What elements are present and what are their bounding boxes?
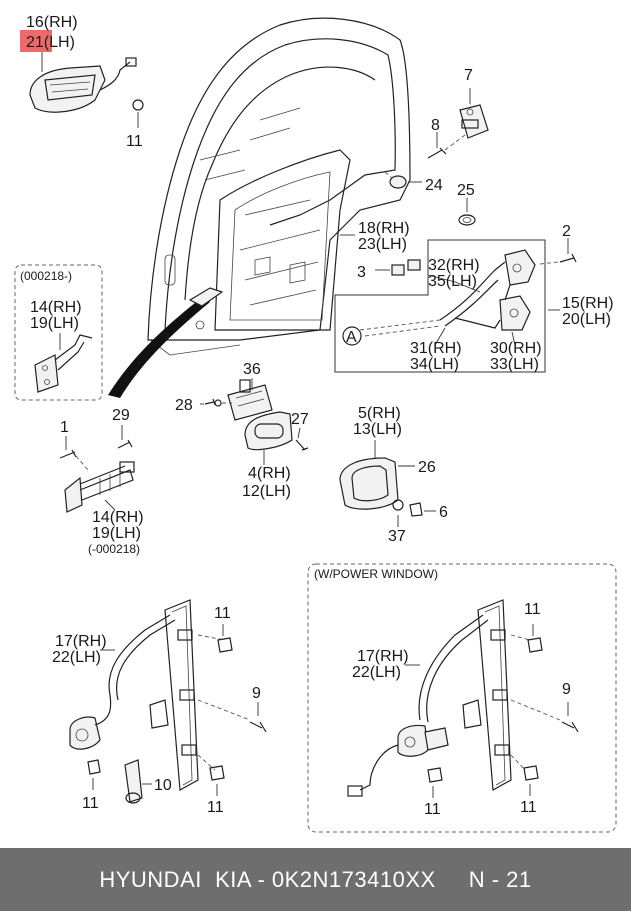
label-11-d: 11 [207,799,224,816]
door-check-link-old [64,461,135,513]
highlight-marker [20,30,52,52]
label-29: 29 [112,407,130,424]
label-35: 35(LH) [428,273,477,290]
door-hinge-marker [188,287,224,307]
hinge-detail-box [14,264,103,401]
label-9-b: 9 [562,681,571,698]
label-14-b: 14(RH) [92,509,144,526]
label-11-f: 11 [424,801,441,818]
label-8: 8 [431,117,440,134]
label-10: 10 [154,777,172,794]
door-check-link-new [34,334,93,393]
nut-11-c [87,759,101,775]
screw-2 [559,253,577,263]
handle-cover [339,457,399,510]
plug-25 [458,214,476,226]
inside-handle-bracket [227,379,273,421]
label-3: 3 [357,264,366,281]
label-31: 31(RH) [410,340,462,357]
label-16: 16(RH) [26,14,78,31]
label-24: 24 [425,177,443,194]
label-26: 26 [418,459,436,476]
label-33: 33(LH) [490,356,539,373]
exploded-parts-diagram: 16(RH) 21(LH) 11 7 8 24 25 18(RH) 23(LH)… [14,14,617,833]
door-lock-actuator [499,249,536,331]
label-19-b: 19(LH) [92,525,141,542]
label-30: 30(RH) [490,340,542,357]
grommet-24 [389,175,407,189]
label-note-000218-to: (-000218) [88,542,140,556]
label-14-a: 14(RH) [30,299,82,316]
label-11-a: 11 [126,133,143,150]
label-18: 18(RH) [358,220,410,237]
pointer-arrow [108,295,210,398]
nut-11-f [427,767,443,783]
label-1: 1 [60,419,69,436]
nut-11-d [209,765,225,781]
outside-door-handle [29,57,144,113]
bolt-9-a [249,721,267,733]
label-17-b: 17(RH) [357,648,409,665]
cap-6 [409,502,423,517]
label-21: 21(LH) [26,34,75,51]
label-6: 6 [439,504,448,521]
window-crank-handle [124,759,143,804]
bolt-9-b [561,721,579,733]
bolt-8 [427,147,447,159]
power-window-regulator [347,599,512,797]
label-12: 12(LH) [242,483,291,500]
label-22-b: 22(LH) [352,664,401,681]
label-7: 7 [464,67,473,84]
manual-window-regulator [69,599,199,791]
label-32: 32(RH) [428,257,480,274]
label-28: 28 [175,397,193,414]
part-number-footer: HYUNDAI KIA - 0K2N173410XX N - 21 [0,848,631,911]
bolt-29 [117,439,133,449]
label-25: 25 [457,182,475,199]
clip-3 [391,259,421,276]
door-frame [147,17,411,356]
label-19-a: 19(LH) [30,315,79,332]
label-11-g: 11 [520,799,537,816]
label-17-a: 17(RH) [55,633,107,650]
label-11-e: 11 [524,601,541,618]
label-34: 34(LH) [410,356,459,373]
label-37: 37 [388,528,406,545]
label-2: 2 [562,223,571,240]
label-9-a: 9 [252,685,261,702]
label-note-000218-from: (000218-) [20,269,72,283]
label-22-a: 22(LH) [52,649,101,666]
screw-27 [295,439,309,451]
nut-11-e [527,637,543,653]
label-23: 23(LH) [358,236,407,253]
bolt-1 [59,449,77,459]
label-4: 4(RH) [248,465,291,482]
circle-marker-a [342,326,362,346]
label-5: 5(RH) [358,405,401,422]
label-20: 20(LH) [562,311,611,328]
inside-door-handle [244,411,293,451]
label-11-c: 11 [82,795,99,812]
screw-37 [392,499,404,511]
nut-11-b [217,637,233,653]
door-check-bracket [459,104,489,139]
label-11-b: 11 [214,605,231,622]
label-36: 36 [243,361,261,378]
label-a: A [346,329,357,346]
label-power-window: (W/POWER WINDOW) [314,567,438,581]
nut-11-g [523,765,539,781]
lock-assembly-box [334,239,546,373]
label-27: 27 [291,411,309,428]
label-13: 13(LH) [353,421,402,438]
label-15: 15(RH) [562,295,614,312]
screw-28 [204,398,216,406]
power-window-box [307,563,617,833]
